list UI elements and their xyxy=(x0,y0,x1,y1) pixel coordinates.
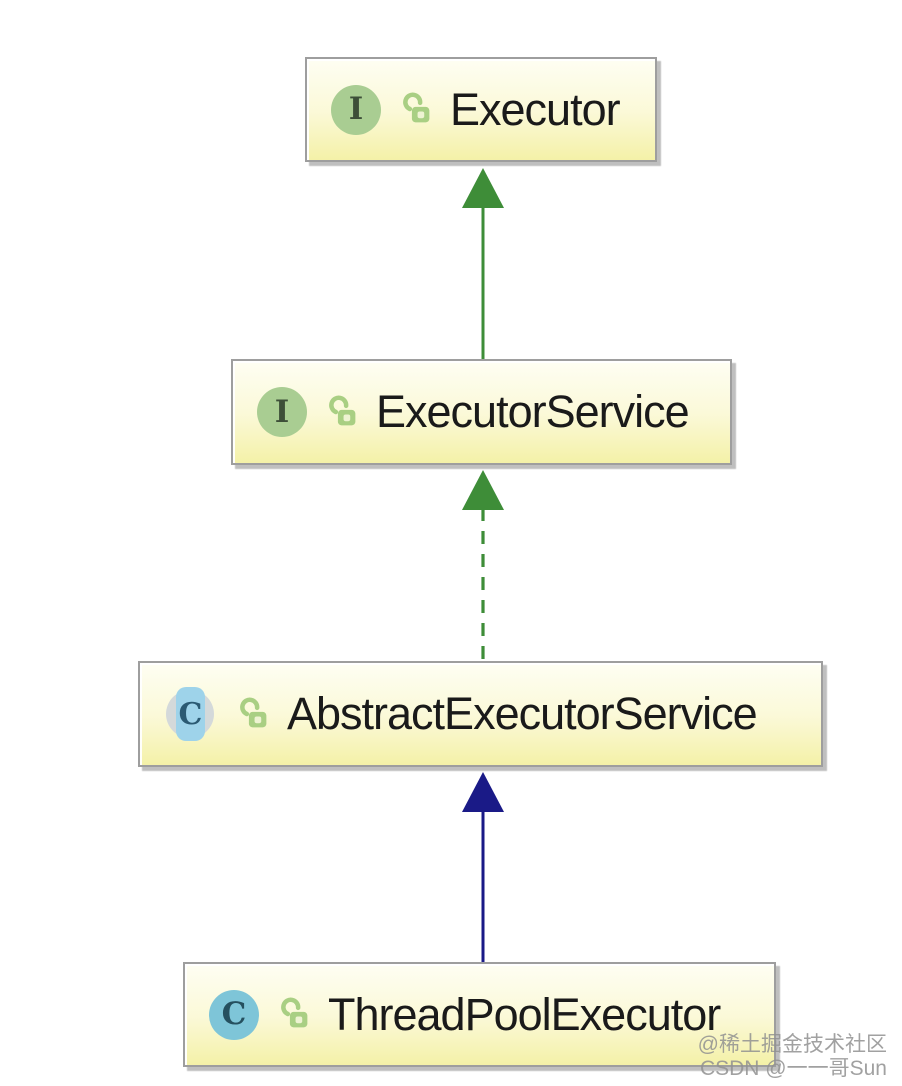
abstract-class-icon-band xyxy=(176,687,205,741)
class-node-executor[interactable]: I Executor xyxy=(305,57,657,162)
watermark: @稀土掘金技术社区 CSDN @一一哥Sun xyxy=(698,1033,887,1081)
node-label-abstractexecutorservice: AbstractExecutorService xyxy=(287,688,758,739)
node-label-threadpoolexecutor: ThreadPoolExecutor xyxy=(328,988,721,1040)
public-open-lock-icon xyxy=(403,92,430,123)
interface-icon: I xyxy=(331,84,381,135)
public-open-lock-icon xyxy=(329,395,356,425)
abstract-class-icon-letter: C xyxy=(178,696,203,732)
class-node-abstractexecutorservice[interactable]: C AbstractExecutorService xyxy=(138,661,823,767)
class-icon: C xyxy=(209,989,259,1040)
extends-arrow-threadpoolexecutor-to-abstractexecutorservice xyxy=(462,772,504,962)
interface-icon: I xyxy=(257,387,307,437)
extends-arrow-executorservice-to-executor xyxy=(462,168,504,359)
class-node-threadpoolexecutor[interactable]: C ThreadPoolExecutor xyxy=(183,962,776,1067)
class-icon-letter: C xyxy=(221,996,247,1032)
node-label-executor: Executor xyxy=(450,83,621,135)
implements-arrow-abstractexecutorservice-to-executorservice xyxy=(462,470,504,661)
class-node-executorservice[interactable]: I ExecutorService xyxy=(231,359,732,465)
watermark-line1: @稀土掘金技术社区 xyxy=(697,1033,887,1056)
watermark-line2: CSDN @一一哥Sun xyxy=(699,1057,887,1080)
public-open-lock-icon xyxy=(240,697,267,727)
node-label-executorservice: ExecutorService xyxy=(376,386,690,437)
interface-icon-letter: I xyxy=(274,393,290,430)
interface-icon-letter: I xyxy=(348,91,364,127)
abstract-class-icon: C xyxy=(164,687,218,741)
public-open-lock-icon xyxy=(281,997,308,1028)
